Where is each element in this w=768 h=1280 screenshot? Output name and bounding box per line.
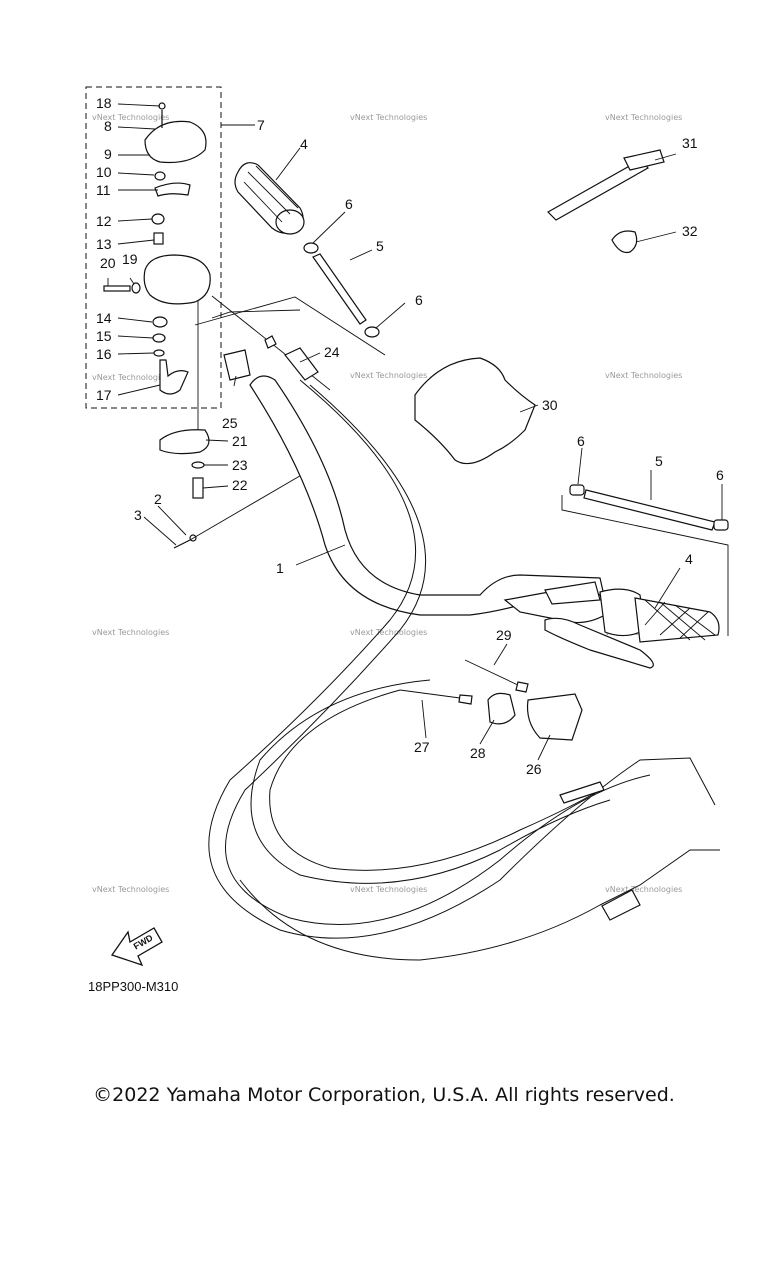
watermarks: vNext Technologies vNext Technologies vN… <box>92 113 682 894</box>
bracket-21 <box>159 429 210 455</box>
grip-4-top <box>234 162 305 235</box>
cable-tie-31 <box>547 159 649 221</box>
ring-6 <box>713 519 729 531</box>
parts-diagram: vNext Technologies vNext Technologies vN… <box>85 86 729 994</box>
washer-23 <box>191 461 205 469</box>
fwd-arrow-icon: FWD <box>110 927 163 967</box>
watermark: vNext Technologies <box>350 628 427 637</box>
watermark: vNext Technologies <box>605 371 682 380</box>
callout-8: 8 <box>104 118 112 134</box>
callout-2: 2 <box>154 491 162 507</box>
clip-32 <box>611 230 638 254</box>
callout-27: 27 <box>414 739 430 755</box>
rod-5-top <box>312 253 367 325</box>
callout-21: 21 <box>232 433 248 449</box>
callout-11: 11 <box>96 182 111 198</box>
pin-3 <box>173 539 191 549</box>
watermark: vNext Technologies <box>92 373 169 382</box>
callout-14: 14 <box>96 310 112 326</box>
callout-23: 23 <box>232 457 248 473</box>
handlebar-1 <box>249 375 606 616</box>
leader-lines <box>107 103 723 761</box>
callout-19: 19 <box>122 251 138 267</box>
callout-6: 6 <box>577 433 585 449</box>
ring-6 <box>303 242 319 254</box>
callout-18: 18 <box>96 95 112 111</box>
cover-30 <box>414 357 536 465</box>
figure-code: 18PP300-M310 <box>88 979 178 994</box>
cover-26 <box>526 693 583 741</box>
callout-3: 3 <box>134 507 142 523</box>
callout-20: 20 <box>100 255 116 271</box>
callout-5: 5 <box>376 238 384 254</box>
watermark: vNext Technologies <box>605 113 682 122</box>
watermark: vNext Technologies <box>350 885 427 894</box>
watermark: vNext Technologies <box>605 885 682 894</box>
callout-26: 26 <box>526 761 542 777</box>
watermark: vNext Technologies <box>350 371 427 380</box>
callout-1: 1 <box>276 560 284 576</box>
callout-5: 5 <box>655 453 663 469</box>
callout-7: 7 <box>257 117 265 133</box>
bolt-22 <box>192 477 204 499</box>
sleeve-25 <box>223 349 251 381</box>
callout-31: 31 <box>682 135 698 151</box>
callout-32: 32 <box>682 223 698 239</box>
watermark: vNext Technologies <box>92 628 169 637</box>
callout-24: 24 <box>324 344 340 360</box>
callout-17: 17 <box>96 387 112 403</box>
callout-4: 4 <box>300 136 308 152</box>
ring-6 <box>364 326 380 338</box>
throttle-housing-parts <box>103 102 211 395</box>
callout-15: 15 <box>96 328 112 344</box>
watermark: vNext Technologies <box>92 885 169 894</box>
callout-6: 6 <box>716 467 724 483</box>
callout-25: 25 <box>222 415 238 431</box>
callout-28: 28 <box>470 745 486 761</box>
callout-numbers: 18 8 9 10 11 12 13 20 19 14 15 16 17 7 4… <box>96 95 724 777</box>
right-control-assembly <box>503 581 720 669</box>
callout-30: 30 <box>542 397 558 413</box>
callout-12: 12 <box>96 213 112 229</box>
copyright-notice: ©2022 Yamaha Motor Corporation, U.S.A. A… <box>93 1084 675 1106</box>
watermark: vNext Technologies <box>92 113 169 122</box>
callout-29: 29 <box>496 627 512 643</box>
callout-10: 10 <box>96 164 112 180</box>
callout-16: 16 <box>96 346 112 362</box>
callout-6: 6 <box>415 292 423 308</box>
callout-6: 6 <box>345 196 353 212</box>
ring-6 <box>569 484 585 496</box>
callout-13: 13 <box>96 236 112 252</box>
callout-22: 22 <box>232 477 248 493</box>
cables <box>208 379 720 961</box>
adjuster-28 <box>487 692 516 725</box>
assembly-box-7 <box>85 86 222 409</box>
callout-9: 9 <box>104 146 112 162</box>
callout-4: 4 <box>685 551 693 567</box>
watermark: vNext Technologies <box>350 113 427 122</box>
rod-5-right <box>583 489 716 531</box>
